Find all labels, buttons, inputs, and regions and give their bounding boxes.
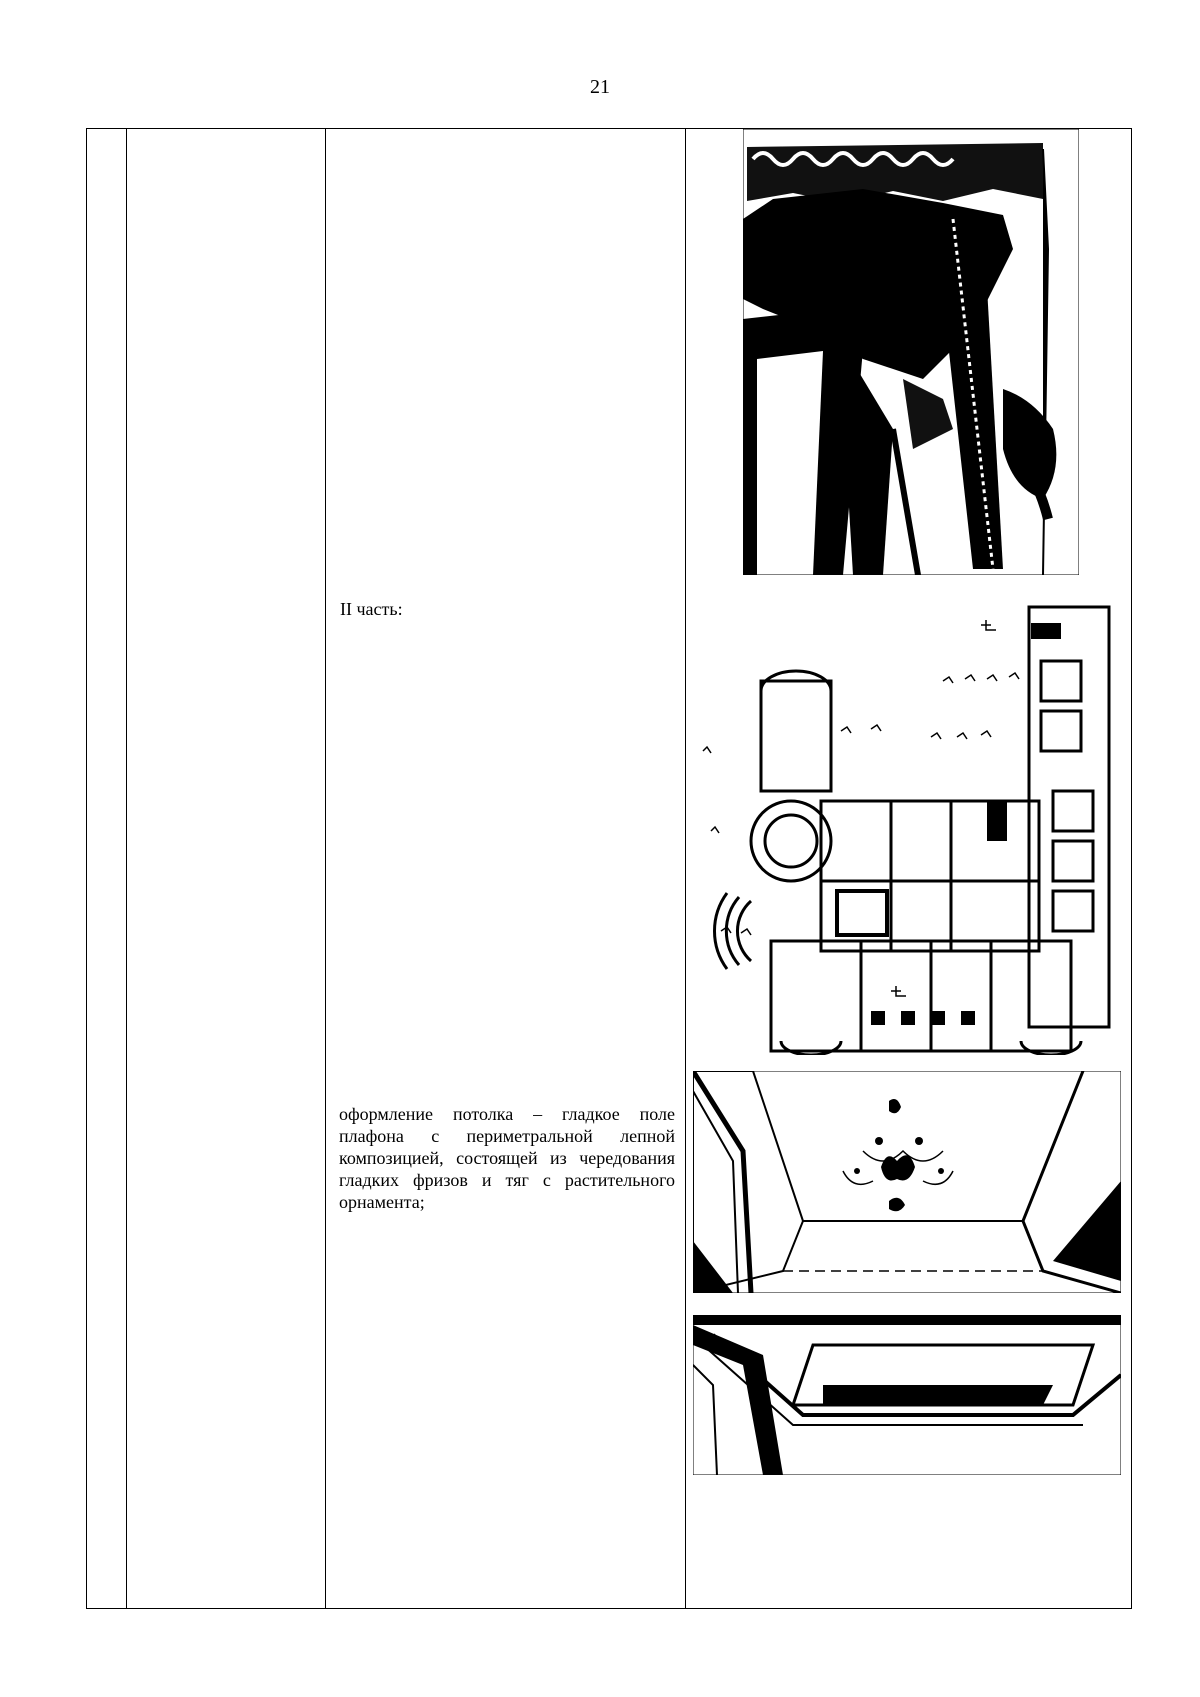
document-table: II часть: оформление потолка – гладкое п… xyxy=(86,128,1132,1609)
column-divider-2 xyxy=(325,129,326,1608)
ceiling-photo-icon xyxy=(693,1315,1121,1475)
interior-photo-icon xyxy=(743,129,1079,575)
ceiling-photo-icon xyxy=(693,1071,1121,1293)
section-label: II часть: xyxy=(340,599,403,619)
column-divider-3 xyxy=(685,129,686,1608)
ceiling-description: оформление потолка – гладкое поле плафон… xyxy=(339,1104,675,1212)
column-divider-1 xyxy=(126,129,127,1608)
page-number: 21 xyxy=(590,76,610,98)
floor-plan-drawing-icon xyxy=(691,601,1121,1055)
